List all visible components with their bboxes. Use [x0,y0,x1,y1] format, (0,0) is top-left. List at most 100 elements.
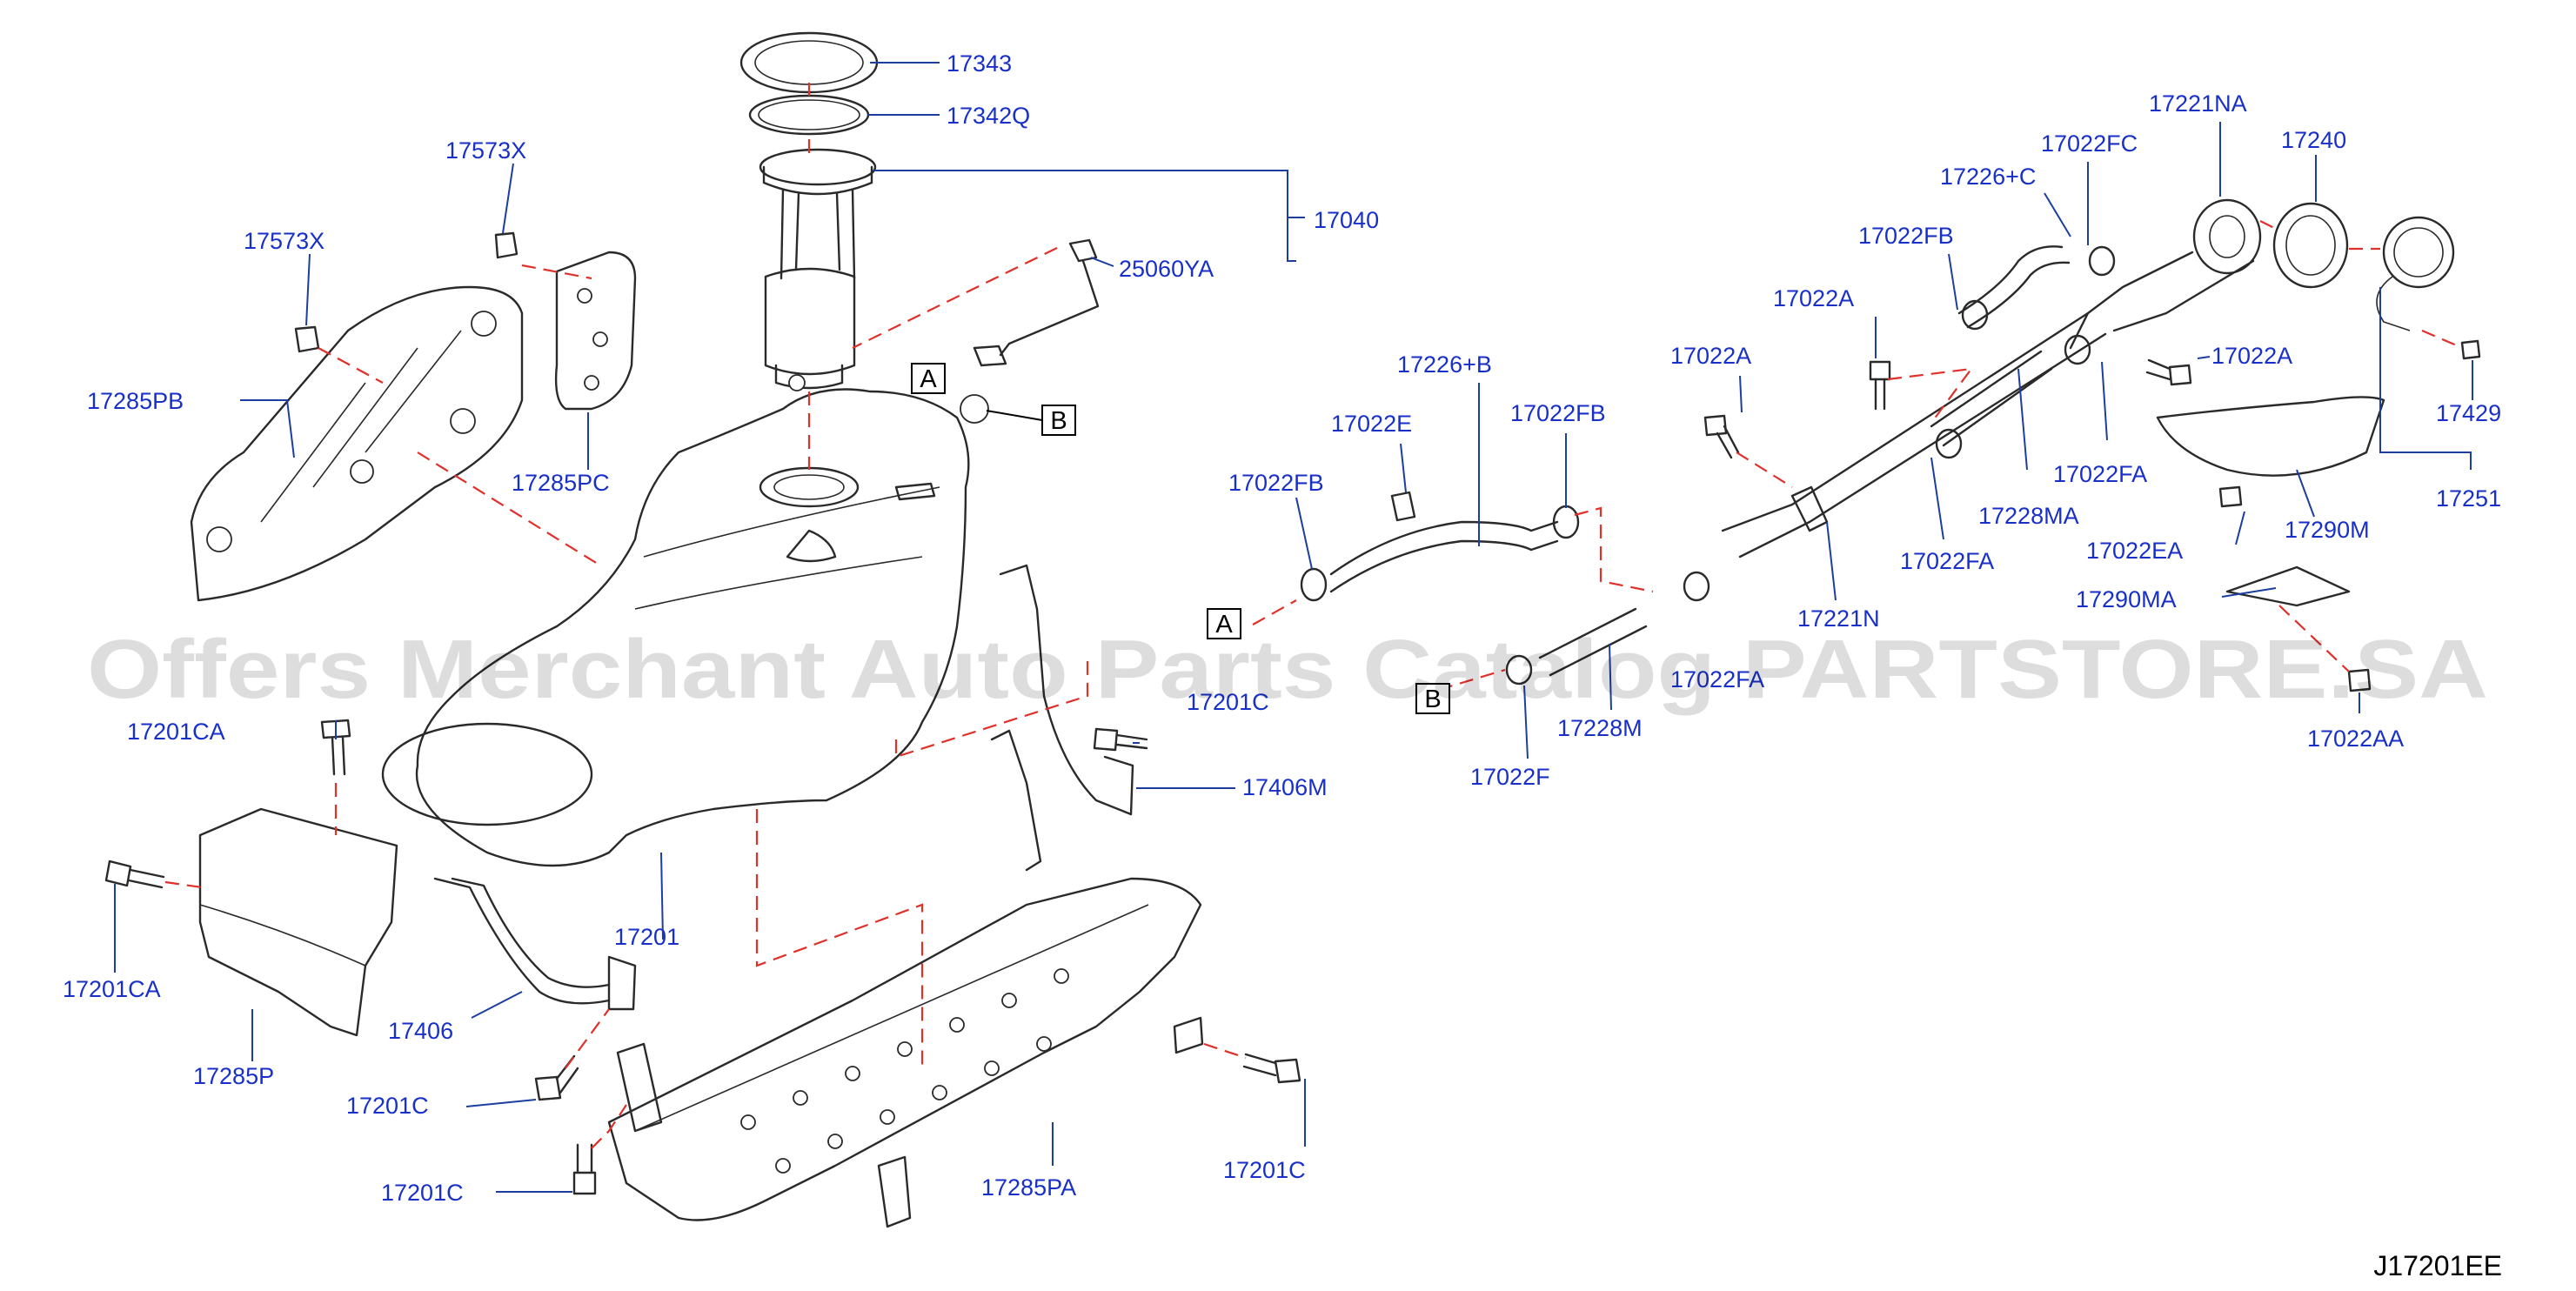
protector-17290m-part[interactable] [2156,396,2385,477]
label-17022a-c[interactable]: 17022A [2211,343,2292,369]
label-17342q[interactable]: 17342Q [947,103,1030,129]
clamp-17022fa-c[interactable] [1683,571,1710,602]
label-17022fb-c[interactable]: 17022FB [1858,223,1954,249]
label-17251[interactable]: 17251 [2436,485,2501,512]
tank-strap-m-part[interactable] [990,564,1134,872]
svg-text:B: B [1050,407,1067,435]
clamp-17022fc[interactable] [2088,245,2116,277]
bolt-17022aa[interactable] [2347,668,2372,692]
label-17240[interactable]: 17240 [2281,127,2346,153]
fuel-cap-part[interactable] [2376,216,2455,331]
callout-a-lower: A [1207,608,1241,639]
label-17573x-a[interactable]: 17573X [445,137,526,164]
label-17285pa[interactable]: 17285PA [981,1174,1076,1201]
fuel-tank-part[interactable] [381,388,989,867]
hose-17228ma-part[interactable] [1930,350,2053,447]
label-17226b[interactable]: 17226+B [1397,351,1492,378]
clip-17573x-a[interactable] [494,231,519,259]
label-17022ea[interactable]: 17022EA [2086,538,2183,564]
label-17022fb-b[interactable]: 17022FB [1510,400,1606,426]
leader-lines [114,62,2473,1193]
label-17040[interactable]: 17040 [1314,207,1379,233]
bolt-17201c-d[interactable] [572,1143,597,1195]
label-17406m[interactable]: 17406M [1242,774,1328,800]
clamp-17022fa-b[interactable] [1935,428,1963,459]
skid-plate-part[interactable] [607,877,1204,1228]
label-17201[interactable]: 17201 [614,924,679,950]
svg-text:B: B [1424,686,1441,713]
label-17022fa-c[interactable]: 17022FA [1670,666,1764,692]
label-17285pb[interactable]: 17285PB [87,388,184,414]
label-17406[interactable]: 17406 [388,1018,453,1044]
filler-hose-b-part[interactable] [1329,520,1559,593]
label-17022aa[interactable]: 17022AA [2307,726,2404,752]
label-17022a-a[interactable]: 17022A [1773,285,1854,311]
label-25060ya[interactable]: 25060YA [1119,256,1214,282]
bracket-pc-part[interactable] [554,251,637,411]
label-17228ma[interactable]: 17228MA [1978,503,2079,529]
svg-text:A: A [920,365,937,393]
svg-text:A: A [1215,611,1233,639]
label-17022fa-b[interactable]: 17022FA [1900,548,1994,574]
label-17022f[interactable]: 17022F [1470,764,1550,790]
part-labels: 17343 17342Q 17040 25060YA 17573X 17573X… [63,50,2501,1206]
skid-plate-holes [740,968,1069,1174]
label-17290m[interactable]: 17290M [2285,517,2370,543]
bolt-17201c-b[interactable] [534,1054,579,1101]
tank-strap-part[interactable] [433,877,637,1011]
fuel-level-sensor-part[interactable] [973,238,1100,367]
bolt-17022a-c[interactable] [2145,358,2192,386]
label-17022a-b[interactable]: 17022A [1670,343,1751,369]
filler-gasket-part[interactable] [2272,202,2349,289]
bolt-17201ca-a[interactable] [320,719,351,776]
label-17285p[interactable]: 17285P [193,1063,274,1089]
diagram-code: J17201EE [2373,1250,2502,1281]
label-17022fc[interactable]: 17022FC [2041,130,2138,157]
o-ring-part[interactable] [748,94,870,136]
bolt-17201ca-b[interactable] [104,860,165,889]
callout-a-upper: A [911,363,946,394]
label-17201c-b[interactable]: 17201C [346,1093,429,1119]
bolt-17022a-b[interactable] [1703,414,1740,459]
filler-tube-part[interactable] [1721,198,2262,559]
callout-b-upper: B [986,405,1076,436]
bolt-17201c-a[interactable] [1093,727,1148,752]
clamp-17022fb-a[interactable] [1300,567,1328,602]
label-17201c-a[interactable]: 17201C [1187,689,1269,715]
label-17573x-b[interactable]: 17573X [244,228,325,254]
label-17201c-c[interactable]: 17201C [1223,1157,1306,1183]
clip-17429[interactable] [2460,339,2481,360]
heat-insulator-pb-part[interactable] [190,285,524,602]
bolt-17022ea[interactable] [2218,485,2243,508]
watermark: Offers Merchant Auto Parts Catalog PARTS… [87,623,2488,716]
clamp-17022f[interactable] [1505,654,1533,686]
label-17226c[interactable]: 17226+C [1940,164,2036,190]
clip-17573x-b[interactable] [294,325,320,353]
clamp-17022e[interactable] [1390,491,1416,522]
label-17228m[interactable]: 17228M [1557,715,1643,741]
bolt-17201c-c[interactable] [1242,1053,1301,1084]
label-17221n[interactable]: 17221N [1797,605,1880,632]
label-17221na[interactable]: 17221NA [2149,90,2247,117]
callout-b-lower: B [1415,683,1450,714]
label-17429[interactable]: 17429 [2436,400,2501,426]
bolt-17022a-a[interactable] [1869,360,1891,411]
clamp-17022fa-a[interactable] [2064,334,2091,365]
label-17201c-d[interactable]: 17201C [381,1180,464,1206]
label-17022fb-a[interactable]: 17022FB [1228,470,1324,496]
label-17022fa-a[interactable]: 17022FA [2053,461,2147,487]
label-17285pc[interactable]: 17285PC [512,470,610,496]
label-17201ca-a[interactable]: 17201CA [127,719,225,745]
label-17290ma[interactable]: 17290MA [2076,586,2177,612]
clamp-17022fb-c[interactable] [1961,299,1989,331]
alignment-lines [164,83,2459,1149]
heat-insulator-p-part[interactable] [198,807,398,1037]
fuel-pump-module-part[interactable] [759,148,877,391]
hose-17228m-part[interactable] [1538,607,1648,677]
label-17343[interactable]: 17343 [947,50,1012,77]
label-17201ca-b[interactable]: 17201CA [63,976,161,1002]
bracket-17290ma-part[interactable] [2225,565,2351,607]
breather-hose-c-part[interactable] [1957,245,2071,329]
label-17022e[interactable]: 17022E [1331,411,1412,437]
